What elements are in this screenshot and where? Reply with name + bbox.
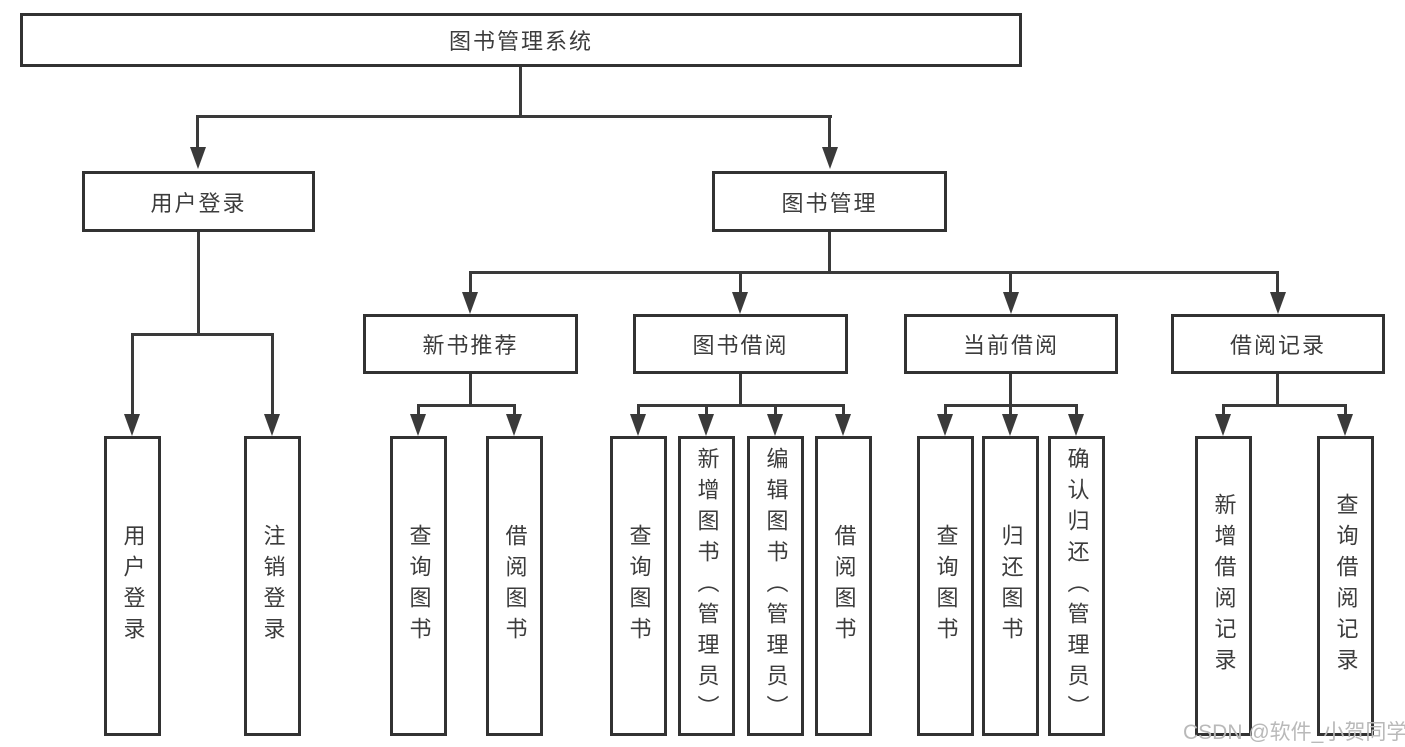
leaf-user-login: 用户登录: [104, 436, 161, 736]
connector-recommend-stem: [469, 374, 472, 407]
arrow-down-icon: [462, 292, 478, 314]
connector-records-stem: [1276, 374, 1279, 407]
leaf-query-borrow-record-label: 查询借阅记录: [1333, 493, 1359, 679]
node-root-label: 图书管理系统: [448, 29, 593, 54]
arrow-down-icon: [1337, 414, 1353, 436]
connector-drop-borrow: [739, 271, 742, 294]
leaf-borrow-query-books-label: 查询图书: [626, 524, 652, 648]
leaf-confirm-return-admin-label: 确认归还（管理员）: [1064, 446, 1090, 726]
leaf-return-books: 归还图书: [982, 436, 1039, 736]
leaf-borrow-borrow-books-label: 借阅图书: [831, 524, 857, 648]
node-new-book-recommend-label: 新书推荐: [422, 333, 519, 358]
leaf-logout: 注销登录: [244, 436, 301, 736]
leaf-add-borrow-record-label: 新增借阅记录: [1211, 493, 1237, 679]
connector-current-stem: [1009, 374, 1012, 407]
leaf-confirm-return-admin: 确认归还（管理员）: [1048, 436, 1105, 736]
arrow-down-icon: [410, 414, 426, 436]
connector-drop-leaf: [271, 333, 274, 416]
node-borrow-records: 借阅记录: [1171, 314, 1385, 374]
node-borrow-records-label: 借阅记录: [1229, 333, 1326, 358]
arrow-down-icon: [1003, 292, 1019, 314]
connector-root-branch: [196, 115, 832, 118]
leaf-add-book-admin: 新增图书（管理员）: [678, 436, 735, 736]
node-current-borrow: 当前借阅: [904, 314, 1118, 374]
arrow-down-icon: [264, 414, 280, 436]
arrow-down-icon: [822, 147, 838, 169]
leaf-current-query-books: 查询图书: [917, 436, 974, 736]
node-current-borrow-label: 当前借阅: [962, 333, 1059, 358]
node-book-management: 图书管理: [712, 171, 947, 232]
csdn-watermark: CSDN @软件_小贺同学: [1183, 721, 1405, 744]
connector-drop-book: [828, 115, 831, 149]
leaf-borrow-borrow-books: 借阅图书: [815, 436, 872, 736]
leaf-recommend-query-books: 查询图书: [390, 436, 447, 736]
connector-drop-leaf: [637, 404, 640, 416]
arrow-down-icon: [630, 414, 646, 436]
connector-root-stem: [519, 67, 522, 118]
leaf-borrow-query-books: 查询图书: [610, 436, 667, 736]
connector-drop-leaf: [774, 404, 777, 416]
connector-recommend-branch: [417, 404, 516, 407]
node-book-borrow-label: 图书借阅: [692, 333, 789, 358]
connector-drop-recommend: [469, 271, 472, 294]
leaf-current-query-books-label: 查询图书: [933, 524, 959, 648]
leaf-add-borrow-record: 新增借阅记录: [1195, 436, 1252, 736]
node-book-borrow: 图书借阅: [633, 314, 848, 374]
leaf-recommend-borrow-books: 借阅图书: [486, 436, 543, 736]
arrow-down-icon: [190, 147, 206, 169]
arrow-down-icon: [937, 414, 953, 436]
leaf-recommend-query-books-label: 查询图书: [406, 524, 432, 648]
connector-drop-leaf: [1344, 404, 1347, 416]
connector-drop-leaf: [1009, 404, 1012, 416]
node-book-management-label: 图书管理: [781, 190, 878, 216]
connector-borrow-stem: [739, 374, 742, 407]
leaf-recommend-borrow-books-label: 借阅图书: [502, 524, 528, 648]
connector-drop-leaf: [944, 404, 947, 416]
connector-records-branch: [1222, 404, 1347, 407]
node-root: 图书管理系统: [20, 13, 1022, 67]
arrow-down-icon: [506, 414, 522, 436]
node-new-book-recommend: 新书推荐: [363, 314, 578, 374]
leaf-user-login-label: 用户登录: [120, 524, 146, 648]
leaf-logout-label: 注销登录: [260, 524, 286, 648]
arrow-down-icon: [1002, 414, 1018, 436]
connector-user-stem: [197, 232, 200, 336]
arrow-down-icon: [1215, 414, 1231, 436]
connector-borrow-branch: [637, 404, 845, 407]
leaf-edit-book-admin: 编辑图书（管理员）: [747, 436, 804, 736]
connector-book-stem: [828, 232, 831, 274]
connector-drop-leaf: [1075, 404, 1078, 416]
leaf-edit-book-admin-label: 编辑图书（管理员）: [763, 446, 789, 726]
connector-user-branch: [131, 333, 273, 336]
arrow-down-icon: [698, 414, 714, 436]
arrow-down-icon: [1270, 292, 1286, 314]
leaf-add-book-admin-label: 新增图书（管理员）: [694, 446, 720, 726]
connector-drop-leaf: [705, 404, 708, 416]
connector-drop-user: [196, 115, 199, 149]
connector-drop-records: [1276, 271, 1279, 294]
node-user-login-label: 用户登录: [150, 190, 247, 216]
connector-drop-leaf: [131, 333, 134, 416]
connector-drop-leaf: [1222, 404, 1225, 416]
node-user-login: 用户登录: [82, 171, 315, 232]
arrow-down-icon: [767, 414, 783, 436]
connector-drop-leaf: [417, 404, 420, 416]
connector-drop-current: [1009, 271, 1012, 294]
connector-drop-leaf: [842, 404, 845, 416]
arrow-down-icon: [835, 414, 851, 436]
arrow-down-icon: [124, 414, 140, 436]
connector-book-branch: [469, 271, 1278, 274]
leaf-query-borrow-record: 查询借阅记录: [1317, 436, 1374, 736]
connector-drop-leaf: [513, 404, 516, 416]
arrow-down-icon: [1068, 414, 1084, 436]
arrow-down-icon: [732, 292, 748, 314]
leaf-return-books-label: 归还图书: [998, 524, 1024, 648]
